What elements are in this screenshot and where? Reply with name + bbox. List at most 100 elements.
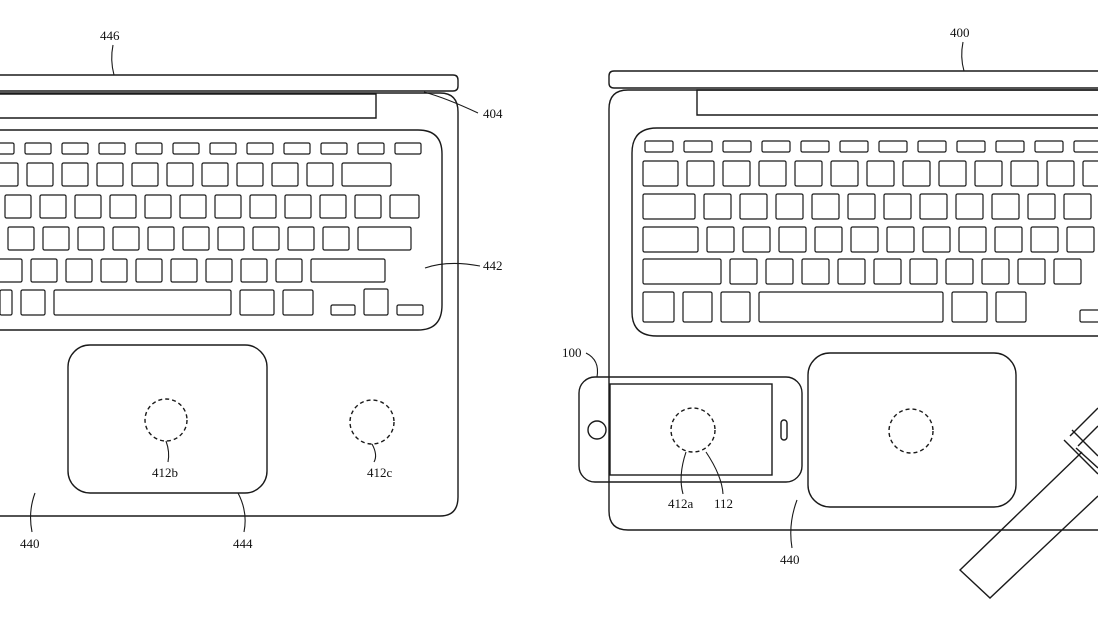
keyboard-key	[330, 304, 356, 316]
keyboard-key	[1066, 226, 1095, 253]
keyboard-key	[74, 194, 102, 219]
keyboard-key	[830, 160, 859, 187]
keyboard-key	[310, 258, 386, 283]
keyboard-key	[873, 258, 902, 285]
keyboard-key	[172, 142, 200, 155]
keyboard-key	[1063, 193, 1092, 220]
keyboard-key	[1017, 258, 1046, 285]
keyboard-key	[955, 193, 984, 220]
keyboard-key	[0, 142, 15, 155]
keyboard-key	[811, 193, 840, 220]
keyboard-key	[1027, 193, 1056, 220]
leader-412a	[680, 451, 687, 495]
label-412b: 412b	[152, 465, 178, 480]
keyboard-key	[24, 142, 52, 155]
phone-body	[578, 376, 803, 483]
keyboard-key	[729, 258, 758, 285]
left-keyboard-keys	[0, 142, 424, 316]
keyboard-key	[951, 291, 988, 323]
label-400: 400	[950, 25, 970, 40]
leader-404	[423, 91, 479, 114]
keyboard-key	[1073, 140, 1098, 153]
keyboard-key	[642, 226, 699, 253]
left-lid	[0, 74, 459, 92]
keyboard-key	[1010, 160, 1039, 187]
keyboard-key	[909, 258, 938, 285]
leader-442	[424, 262, 481, 269]
keyboard-key	[284, 194, 312, 219]
keyboard-key	[26, 162, 54, 187]
keyboard-key	[902, 160, 931, 187]
right-base	[608, 89, 1098, 531]
label-112: 112	[714, 496, 733, 511]
keyboard-key	[166, 162, 194, 187]
keyboard-key	[217, 226, 245, 251]
keyboard-key	[357, 142, 385, 155]
keyboard-key	[1034, 140, 1064, 153]
keyboard-key	[4, 194, 32, 219]
keyboard-key	[131, 162, 159, 187]
keyboard-key	[394, 142, 422, 155]
keyboard-key	[287, 226, 315, 251]
keyboard-key	[722, 140, 752, 153]
keyboard-key	[53, 289, 232, 316]
keyboard-key	[77, 226, 105, 251]
left-base	[0, 92, 459, 517]
keyboard-key	[995, 140, 1025, 153]
keyboard-key	[919, 193, 948, 220]
keyboard-key	[7, 226, 35, 251]
keyboard-key	[974, 160, 1003, 187]
keyboard-key	[1053, 258, 1082, 285]
left-palmrest-coil	[349, 399, 395, 445]
keyboard-key	[917, 140, 947, 153]
keyboard-key	[706, 226, 735, 253]
phone-speaker	[780, 419, 788, 441]
keyboard-key	[775, 193, 804, 220]
leader-446	[111, 44, 115, 76]
keyboard-key	[0, 289, 13, 316]
left-keyboard-well	[0, 129, 443, 331]
keyboard-key	[686, 160, 715, 187]
keyboard-key	[683, 140, 713, 153]
keyboard-key	[205, 258, 233, 283]
keyboard-key	[814, 226, 843, 253]
keyboard-key	[396, 304, 424, 316]
keyboard-key	[981, 258, 1010, 285]
keyboard-key	[0, 162, 19, 187]
keyboard-key	[642, 258, 722, 285]
keyboard-key	[991, 193, 1020, 220]
keyboard-key	[956, 140, 986, 153]
keyboard-key	[271, 162, 299, 187]
keyboard-key	[1082, 160, 1098, 187]
right-trackpad	[807, 352, 1017, 508]
keyboard-key	[866, 160, 895, 187]
keyboard-key	[644, 140, 674, 153]
keyboard-key	[995, 291, 1027, 323]
keyboard-key	[246, 142, 274, 155]
keyboard-key	[794, 160, 823, 187]
keyboard-key	[100, 258, 128, 283]
keyboard-key	[847, 193, 876, 220]
keyboard-key	[61, 142, 89, 155]
keyboard-key	[354, 194, 382, 219]
keyboard-key	[389, 194, 420, 219]
keyboard-key	[739, 193, 768, 220]
label-446: 446	[100, 28, 120, 43]
keyboard-key	[135, 258, 163, 283]
keyboard-key	[958, 226, 987, 253]
keyboard-key	[922, 226, 951, 253]
keyboard-key	[765, 258, 794, 285]
phone-screen	[609, 383, 773, 476]
keyboard-key	[209, 142, 237, 155]
keyboard-key	[883, 193, 912, 220]
leader-412c	[371, 443, 377, 463]
keyboard-key	[878, 140, 908, 153]
right-trackpad-coil	[888, 408, 934, 454]
leader-100	[585, 352, 599, 378]
keyboard-key	[938, 160, 967, 187]
phone-home-button	[587, 420, 607, 440]
label-442: 442	[483, 258, 503, 273]
keyboard-key	[306, 162, 334, 187]
keyboard-key	[214, 194, 242, 219]
